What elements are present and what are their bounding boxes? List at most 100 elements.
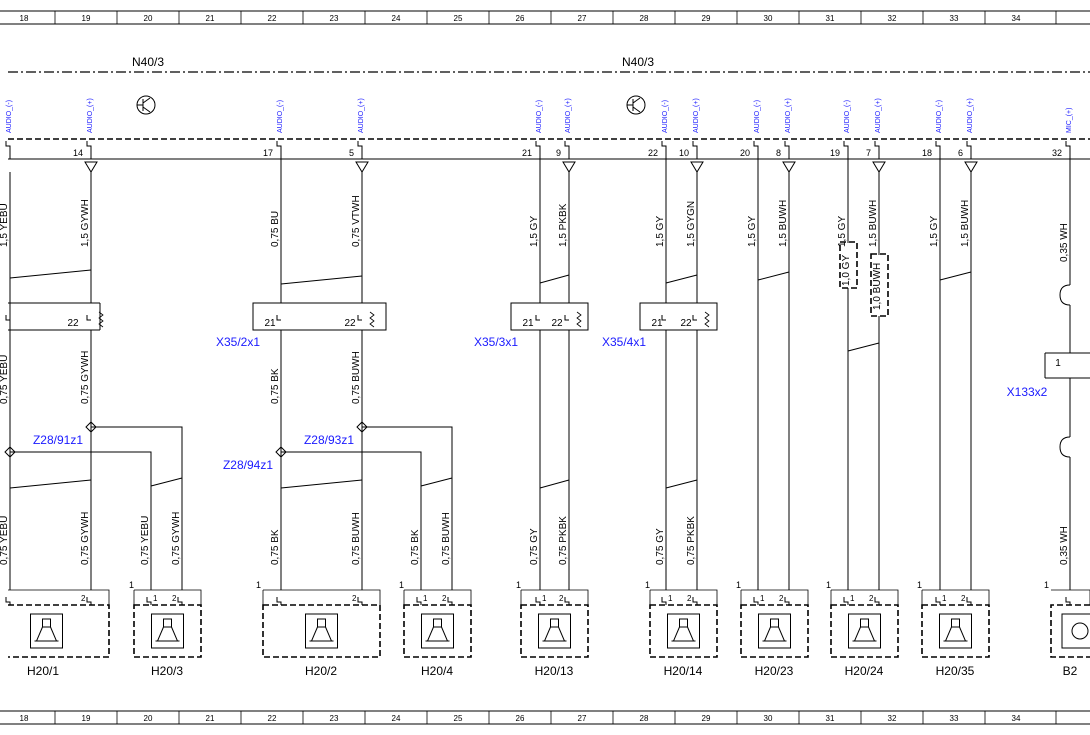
pin-signal-label: AUDIO_(-) [662, 100, 669, 133]
twisted-pair-mark [420, 477, 453, 487]
grid-column-number: 22 [268, 714, 277, 723]
grid-column-number: 18 [20, 14, 29, 23]
wire-label: 0,75 BK [270, 529, 281, 565]
speaker-housing [649, 604, 718, 658]
speaker-pin-number: 1 [542, 594, 547, 603]
pin-number: 21 [522, 148, 532, 158]
shield-ground-icon [872, 161, 886, 173]
speaker-pin-number: 1 [760, 594, 765, 603]
grid-column-number: 25 [454, 14, 463, 23]
grid-column-number: 28 [640, 714, 649, 723]
speaker-pin-number: 2 [352, 594, 357, 603]
wire-label: 1,5 BUWH [960, 200, 971, 247]
connector-pin-number: 21 [651, 318, 663, 329]
pin-signal-label: AUDIO_(+) [693, 98, 700, 133]
wire-label: 0,75 YEBU [0, 516, 10, 565]
wire-label: 1,5 GYWH [80, 199, 91, 247]
twisted-pair-mark [280, 479, 363, 489]
module-label: N40/3 [132, 55, 164, 69]
speaker-housing [520, 604, 589, 658]
speaker-pin-number: 2 [172, 594, 177, 603]
speaker-pin-number: 1 [668, 594, 673, 603]
grid-column-number: 31 [826, 714, 835, 723]
connector-label: X35/3x1 [474, 335, 518, 349]
speaker-icon [421, 613, 454, 649]
pin-signal-label: AUDIO_(+) [875, 98, 882, 133]
speaker-label: H20/4 [421, 664, 453, 678]
microphone-icon [1061, 613, 1090, 649]
connector-label: X35/4x1 [602, 335, 646, 349]
speaker-icon [848, 613, 881, 649]
transistor-icon [136, 95, 156, 115]
splice-point-icon [275, 446, 287, 458]
grid-column-number: 30 [764, 714, 773, 723]
connector-pin-number: 21 [264, 318, 276, 329]
pin-signal-label: AUDIO_(-) [936, 100, 943, 133]
connector-pin-number: 22 [344, 318, 356, 329]
pin-number: 7 [866, 148, 871, 158]
wire-label: 0,35 WH [1059, 526, 1070, 565]
grid-column-number: 34 [1012, 14, 1021, 23]
wire-label: 1,5 GYGN [686, 201, 697, 247]
grid-column-number: 19 [82, 14, 91, 23]
speaker-pin-number: 1 [826, 580, 831, 590]
pin-signal-label: AUDIO_(+) [358, 98, 365, 133]
speaker-housing [921, 604, 990, 658]
grid-column-number: 33 [950, 14, 959, 23]
connector-pin-number: 1 [1055, 358, 1061, 369]
speaker-housing [262, 604, 381, 658]
connector-block [510, 302, 589, 331]
speaker-pin-number: 1 [129, 580, 134, 590]
resistor-icon [704, 311, 710, 328]
pin-signal-label: AUDIO_(-) [844, 100, 851, 133]
speaker-housing [830, 604, 899, 658]
resistor-icon [576, 311, 582, 328]
grid-column-number: 19 [82, 714, 91, 723]
splice-point-icon [85, 421, 97, 433]
speaker-label: H20/1 [27, 664, 59, 678]
pin-number: 17 [263, 148, 273, 158]
grid-column-number: 29 [702, 714, 711, 723]
speaker-label: H20/3 [151, 664, 183, 678]
grid-column-number: 23 [330, 714, 339, 723]
wire-label: 0,35 WH [1059, 223, 1070, 262]
wire-label: 1,5 GY [655, 216, 666, 247]
speaker-housing [8, 604, 110, 658]
shield-ground-icon [562, 161, 576, 173]
grid-column-number: 24 [392, 14, 401, 23]
connector-block [1044, 352, 1090, 379]
grid-column-number: 23 [330, 14, 339, 23]
resistor-icon [369, 311, 375, 328]
twisted-pair-mark [665, 479, 698, 489]
speaker-pin-number: 1 [850, 594, 855, 603]
wire-label: 0,75 GYWH [171, 512, 182, 565]
wire-label: 1,5 GY [837, 216, 848, 247]
speaker-icon [151, 613, 184, 649]
wire-label: 0,75 YEBU [0, 355, 10, 404]
grid-column-number: 34 [1012, 714, 1021, 723]
pin-signal-label: AUDIO_(+) [967, 98, 974, 133]
optional-wire-box [870, 253, 889, 317]
speaker-housing [1050, 604, 1090, 658]
wire-label: 1,5 BUWH [868, 200, 879, 247]
pin-signal-label: MIC_(+) [1066, 108, 1073, 133]
shield-ground-icon [782, 161, 796, 173]
speaker-icon [30, 613, 63, 649]
twisted-pair-mark [9, 269, 92, 279]
grid-column-number: 26 [516, 714, 525, 723]
pin-signal-label: AUDIO_(+) [565, 98, 572, 133]
speaker-housing [133, 604, 202, 658]
pin-signal-label: AUDIO_(-) [6, 100, 13, 133]
speaker-icon [667, 613, 700, 649]
wire-label: 0,75 GYWH [80, 351, 91, 404]
speaker-pin-number: 1 [153, 594, 158, 603]
pin-signal-label: AUDIO_(-) [754, 100, 761, 133]
wire-label: 1,5 PKBK [558, 203, 569, 247]
shield-ground-icon [355, 161, 369, 173]
wire-label: 1,5 GY [929, 216, 940, 247]
speaker-housing [403, 604, 472, 658]
pin-number: 9 [556, 148, 561, 158]
connector-pin-number: 22 [67, 318, 79, 329]
